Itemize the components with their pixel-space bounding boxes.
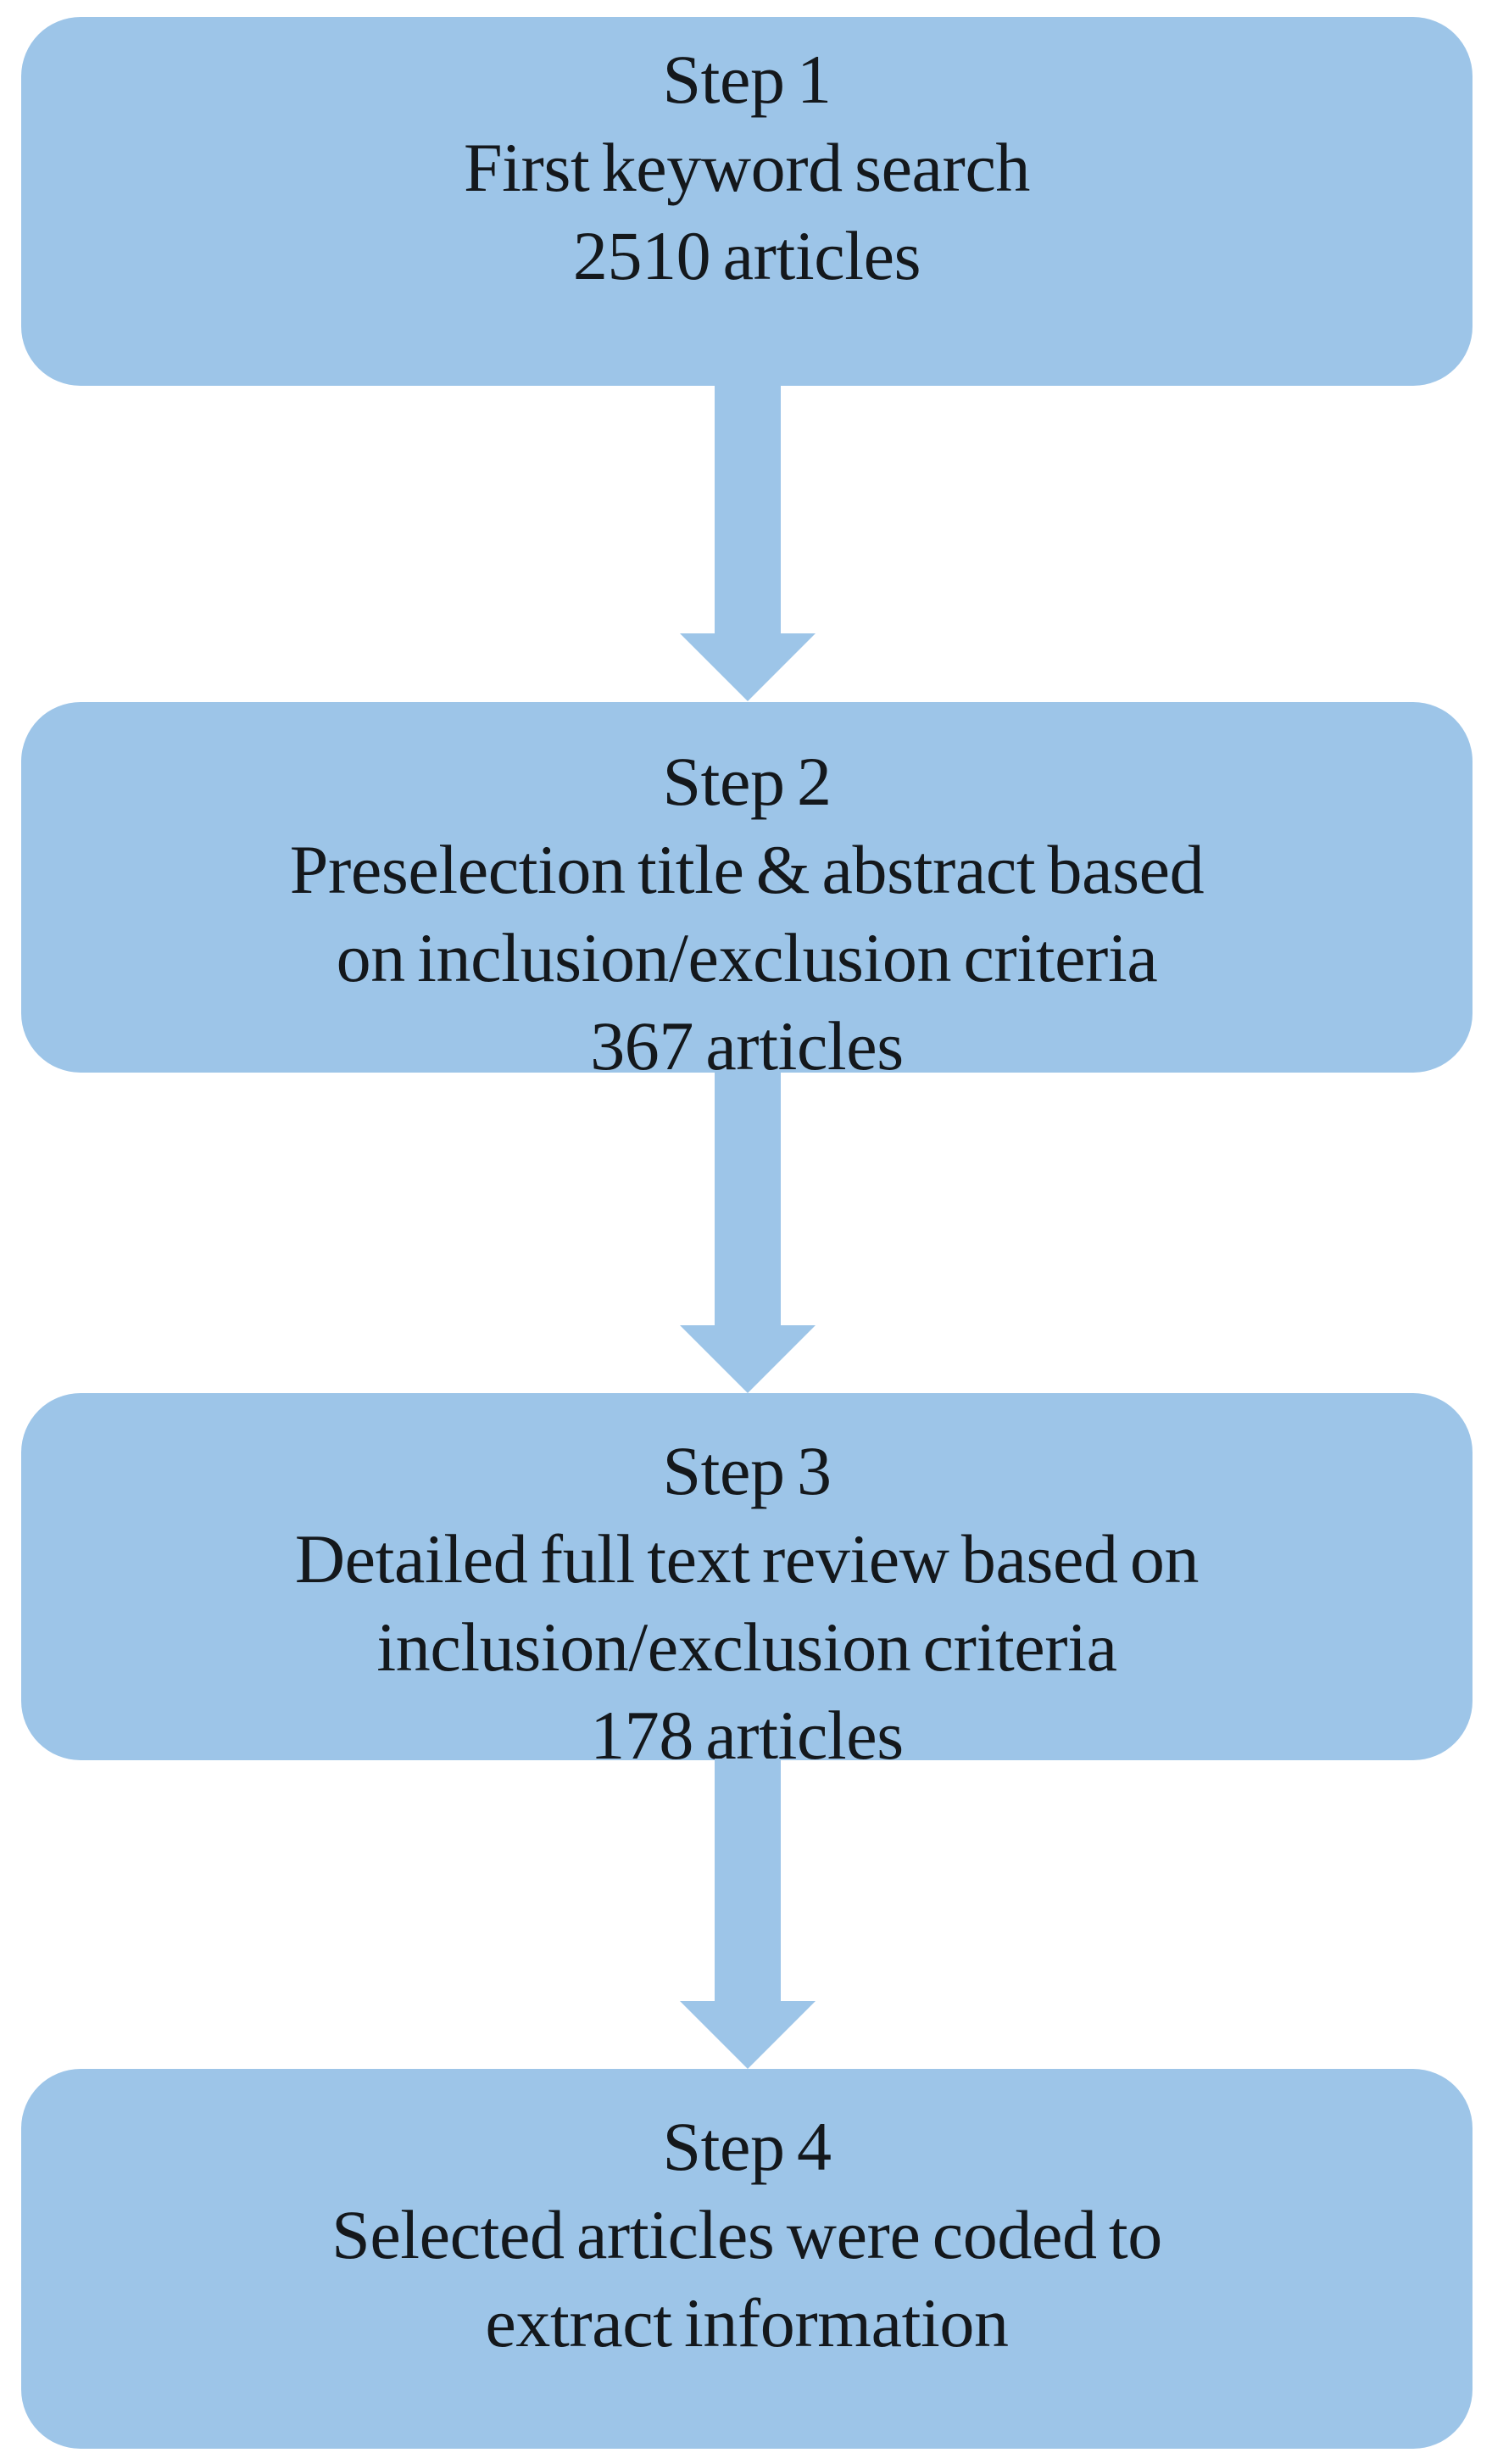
down-arrow-1-shaft bbox=[715, 384, 781, 635]
down-arrow-1-head bbox=[680, 633, 816, 701]
step-3-description-line-1: Detailed full text review based on bbox=[294, 1520, 1200, 1597]
down-arrow-3-shaft bbox=[715, 1759, 781, 2003]
step-2-title: Step 2 bbox=[662, 743, 832, 820]
down-arrow-2-shaft bbox=[715, 1071, 781, 1327]
step-3-title: Step 3 bbox=[662, 1432, 832, 1509]
step-4-box: Step 4 Selected articles were coded to e… bbox=[21, 2069, 1473, 2449]
step-2-description-line-1: Preselection title & abstract based bbox=[289, 831, 1205, 908]
step-2-description-line-2: on inclusion/exclusion criteria bbox=[336, 919, 1158, 996]
step-2-box: Step 2 Preselection title & abstract bas… bbox=[21, 702, 1473, 1084]
step-3-box: Step 3 Detailed full text review based o… bbox=[21, 1393, 1473, 1774]
step-4-description-line-1: Selected articles were coded to bbox=[331, 2196, 1162, 2273]
step-3-description-line-2: inclusion/exclusion criteria bbox=[376, 1608, 1117, 1686]
step-1-article-count: 2510 articles bbox=[572, 217, 921, 294]
step-1-description: First keyword search bbox=[463, 129, 1031, 206]
down-arrow-2-head bbox=[680, 1325, 816, 1393]
step-4-description-line-2: extract information bbox=[485, 2284, 1009, 2361]
step-4-title: Step 4 bbox=[662, 2108, 832, 2185]
step-1-title: Step 1 bbox=[662, 41, 832, 118]
down-arrow-3-head bbox=[680, 2001, 816, 2069]
step-1-box: Step 1 First keyword search 2510 article… bbox=[21, 17, 1473, 386]
